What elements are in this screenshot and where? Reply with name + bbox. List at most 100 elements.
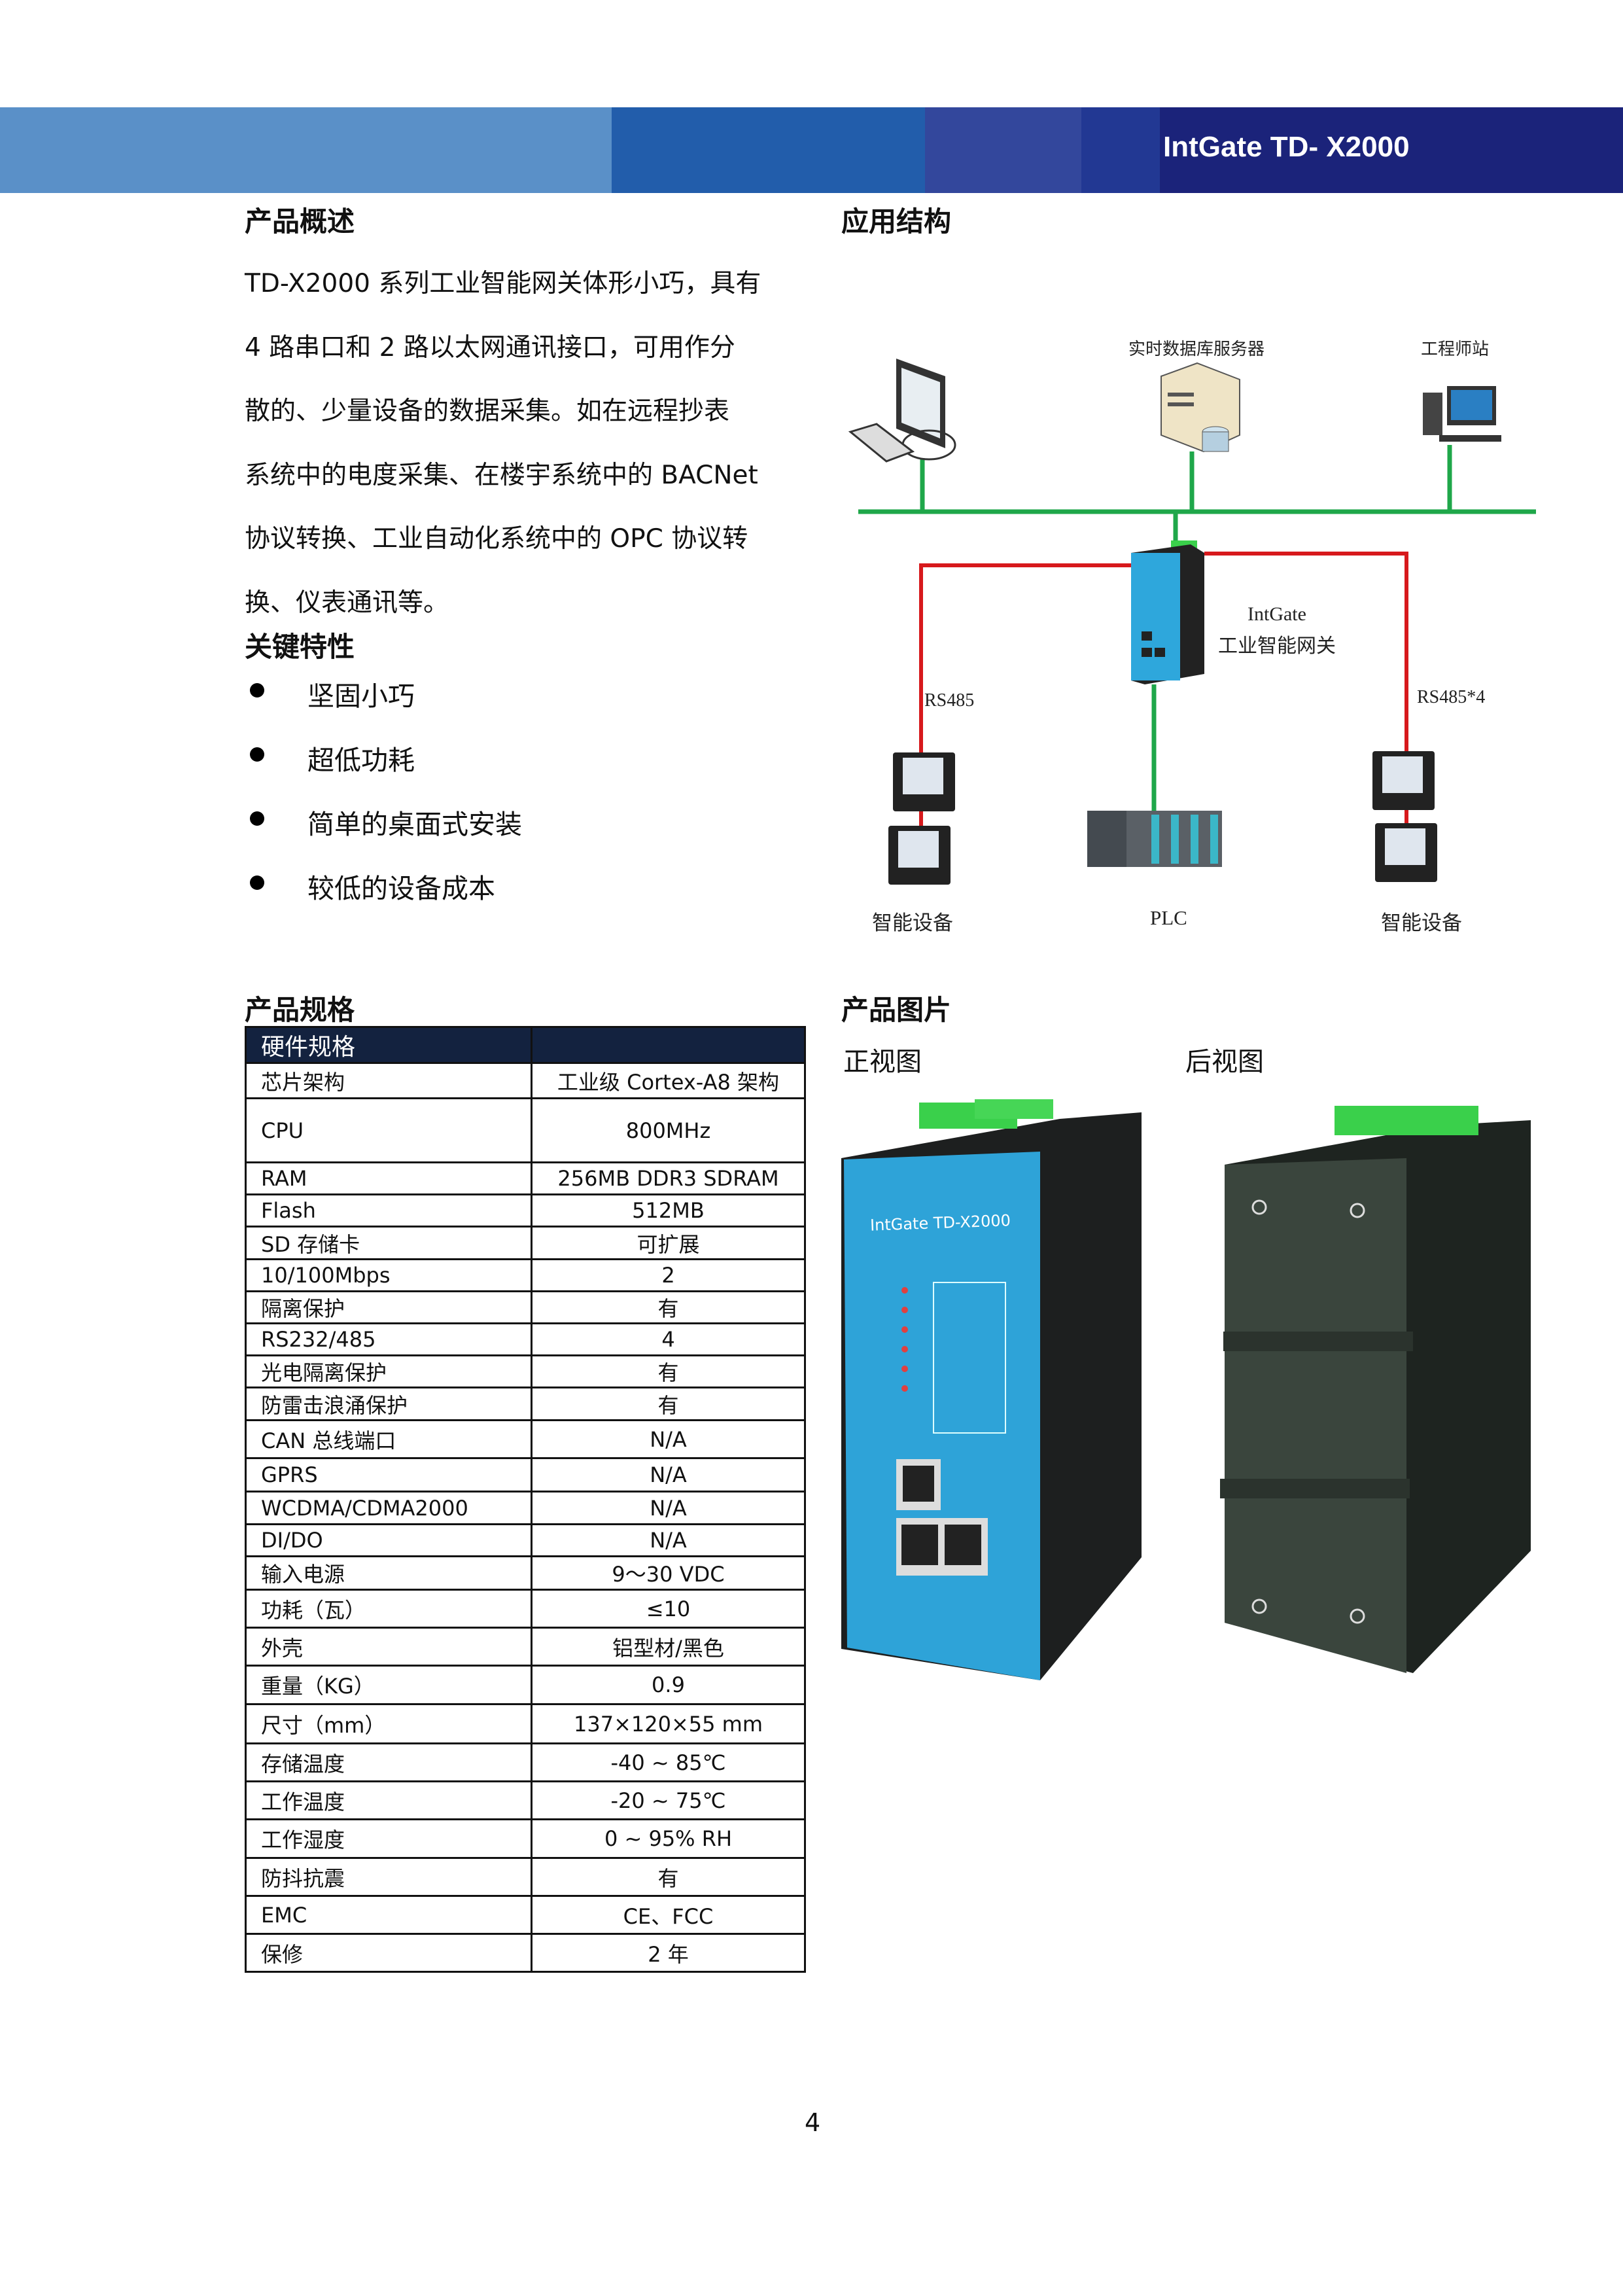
spec-name-cell: 芯片架构	[245, 1062, 532, 1099]
plc-icon	[1087, 811, 1222, 867]
table-row: SD 存储卡可扩展	[245, 1226, 806, 1260]
band-segment	[1160, 107, 1623, 193]
spec-value-cell: CE、FCC	[531, 1895, 806, 1935]
spec-name-cell: 输入电源	[245, 1555, 532, 1591]
spec-value-cell: 137×120×55 mm	[531, 1703, 806, 1744]
table-row: 尺寸（mm）137×120×55 mm	[245, 1703, 806, 1744]
spec-value-cell: 256MB DDR3 SDRAM	[531, 1161, 806, 1195]
table-row: 防抖抗震有	[245, 1857, 806, 1897]
feature-text: 简单的桌面式安装	[307, 809, 522, 840]
overview-paragraph: TD-X2000 系列工业智能网关体形小巧，具有 4 路串口和 2 路以太网通讯…	[245, 252, 788, 635]
spec-name-cell: 光电隔离保护	[245, 1354, 532, 1388]
spec-value-cell: ≤10	[531, 1589, 806, 1629]
smart-device-icon	[888, 751, 1437, 885]
overview-line: TD-X2000 系列工业智能网关体形小巧，具有	[245, 269, 761, 298]
band-segment	[0, 107, 612, 193]
front-view-image	[841, 1099, 1142, 1680]
feature-item: 简单的桌面式安装	[245, 802, 522, 866]
specs-heading: 产品规格	[245, 994, 355, 1026]
spec-name-cell: 10/100Mbps	[245, 1258, 532, 1292]
spec-name-cell: GPRS	[245, 1457, 532, 1492]
spec-name-cell: 功耗（瓦）	[245, 1589, 532, 1629]
spec-name-cell: 保修	[245, 1933, 532, 1973]
bullet-icon	[250, 875, 264, 890]
spec-value-cell: -20 ~ 75℃	[531, 1780, 806, 1820]
spec-name-cell: RS232/485	[245, 1322, 532, 1356]
front-view-label: 正视图	[843, 1047, 922, 1077]
workstation-icon	[1423, 386, 1501, 442]
overview-line: 协议转换、工业自动化系统中的 OPC 协议转	[245, 524, 748, 554]
gateway-name-label: IntGate	[1248, 603, 1306, 625]
table-row: 存储温度-40 ~ 85℃	[245, 1742, 806, 1782]
device-left-label: 智能设备	[872, 911, 953, 934]
bullet-icon	[250, 747, 264, 762]
spec-name-cell: 存储温度	[245, 1742, 532, 1782]
spec-value-cell: -40 ~ 85℃	[531, 1742, 806, 1782]
table-header-row: 硬件规格	[245, 1026, 806, 1064]
back-view-image	[1220, 1106, 1531, 1673]
spec-value-cell: 铝型材/黑色	[531, 1627, 806, 1667]
spec-value-cell: 800MHz	[531, 1097, 806, 1163]
band-segment	[612, 107, 925, 193]
spec-value-cell: N/A	[531, 1419, 806, 1459]
spec-value-cell: N/A	[531, 1457, 806, 1492]
spec-name-cell: WCDMA/CDMA2000	[245, 1491, 532, 1525]
spec-name-cell: CPU	[245, 1097, 532, 1163]
page-number: 4	[805, 2108, 821, 2137]
spec-value-cell: 有	[531, 1386, 806, 1421]
product-title: IntGate TD- X2000	[1163, 131, 1410, 163]
spec-name-cell: 重量（KG）	[245, 1665, 532, 1705]
overview-line: 系统中的电度采集、在楼宇系统中的 BACNet	[245, 460, 758, 490]
spec-value-cell: 有	[531, 1857, 806, 1897]
band-segment	[925, 107, 1081, 193]
serial-lines	[919, 552, 1408, 826]
pictures-heading: 产品图片	[841, 994, 952, 1026]
bullet-icon	[250, 683, 264, 698]
overview-line: 换、仪表通讯等。	[245, 588, 449, 618]
server-label: 实时数据库服务器	[1128, 340, 1265, 359]
feature-item: 超低功耗	[245, 738, 522, 802]
feature-item: 较低的设备成本	[245, 866, 522, 930]
gateway-icon	[1131, 540, 1204, 684]
spec-value-cell: N/A	[531, 1491, 806, 1525]
spec-value-cell: 可扩展	[531, 1226, 806, 1260]
spec-value-cell: 有	[531, 1354, 806, 1388]
monitor-icon	[848, 359, 956, 463]
spec-value-cell: 0 ~ 95% RH	[531, 1818, 806, 1859]
rs485-right-label: RS485*4	[1417, 687, 1486, 707]
gateway-desc-label: 工业智能网关	[1218, 635, 1336, 657]
table-row: 芯片架构工业级 Cortex-A8 架构	[245, 1062, 806, 1099]
table-row: 功耗（瓦）≤10	[245, 1589, 806, 1629]
table-row: 外壳铝型材/黑色	[245, 1627, 806, 1667]
table-row: 重量（KG）0.9	[245, 1665, 806, 1705]
workstation-label: 工程师站	[1421, 340, 1490, 359]
spec-value-cell: 4	[531, 1322, 806, 1356]
overview-line: 散的、少量设备的数据采集。如在远程抄表	[245, 397, 730, 426]
table-row: 防雷击浪涌保护有	[245, 1386, 806, 1421]
table-row: 隔离保护有	[245, 1290, 806, 1324]
spec-name-cell: 外壳	[245, 1627, 532, 1667]
spec-value-cell: 2 年	[531, 1933, 806, 1973]
spec-name-cell: 防雷击浪涌保护	[245, 1386, 532, 1421]
architecture-heading: 应用结构	[841, 205, 952, 238]
features-heading: 关键特性	[245, 631, 355, 663]
table-header-cell: 硬件规格	[245, 1026, 532, 1064]
plc-label: PLC	[1150, 906, 1187, 929]
spec-name-cell: Flash	[245, 1193, 532, 1227]
spec-name-cell: CAN 总线端口	[245, 1419, 532, 1459]
feature-text: 坚固小巧	[307, 680, 415, 712]
spec-value-cell: 0.9	[531, 1665, 806, 1705]
table-row: 工作温度-20 ~ 75℃	[245, 1780, 806, 1820]
